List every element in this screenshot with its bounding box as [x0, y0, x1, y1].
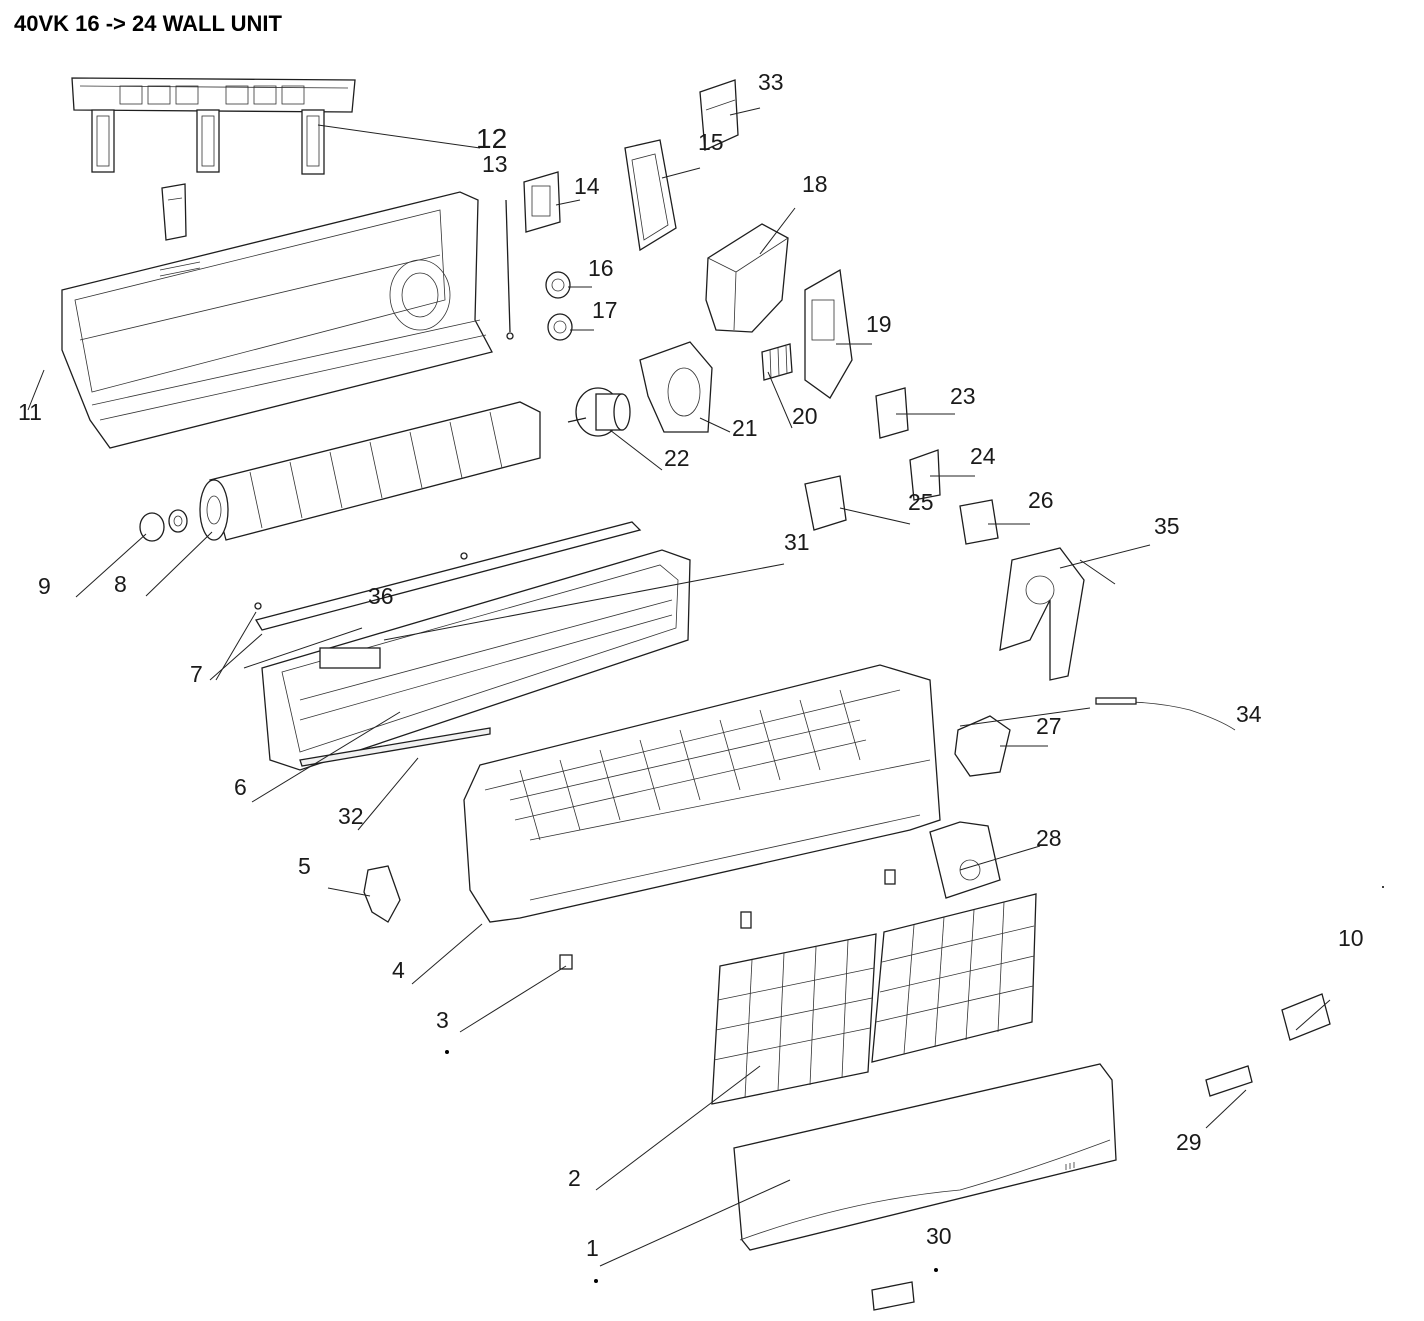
- callout-30: 30: [926, 1223, 952, 1249]
- callout-20: 20: [792, 403, 818, 429]
- part-27-cover: [954, 715, 1011, 777]
- callout-labels: 1 2 3 4 5 6 7 8 9 10 11 12 13 14 15 16 1…: [18, 69, 1364, 1261]
- callout-4: 4: [392, 957, 405, 983]
- part-24-bracket: [909, 449, 941, 501]
- callout-24: 24: [970, 443, 996, 469]
- callout-25: 25: [908, 489, 934, 515]
- part-13-screw: [505, 199, 511, 333]
- part-18-electric-box: [705, 223, 789, 333]
- callout-26: 26: [1028, 487, 1054, 513]
- part-15-board: [624, 139, 677, 252]
- part-5-drain-cap: [363, 865, 401, 923]
- callout-2: 2: [568, 1165, 581, 1191]
- part-26-bracket: [959, 499, 999, 545]
- part-3-clip: [559, 954, 573, 970]
- part-2-filters: [711, 893, 1037, 1105]
- callout-14: 14: [574, 173, 600, 199]
- callout-9: 9: [38, 573, 51, 599]
- callout-28: 28: [1036, 825, 1062, 851]
- part-23-bracket: [875, 387, 909, 439]
- part-29-cover: [1205, 1065, 1253, 1097]
- part-36-rod: [254, 521, 642, 631]
- part-17-cap: [547, 313, 573, 341]
- callout-7: 7: [190, 661, 203, 687]
- callout-12: 12: [476, 123, 507, 154]
- part-21-motor-support: [639, 341, 713, 433]
- callout-33: 33: [758, 69, 784, 95]
- callout-6: 6: [234, 774, 247, 800]
- callout-15: 15: [698, 129, 724, 155]
- part-20-terminal: [761, 343, 793, 381]
- callout-31: 31: [784, 529, 810, 555]
- callout-36: 36: [368, 583, 394, 609]
- callout-19: 19: [866, 311, 892, 337]
- part-14-bracket: [523, 171, 561, 233]
- part-16-cap: [545, 271, 571, 299]
- callout-18: 18: [802, 171, 828, 197]
- callout-10: 10: [1338, 925, 1364, 951]
- part-32-pipe: [299, 727, 491, 767]
- callout-32: 32: [338, 803, 364, 829]
- part-30-label: [871, 1281, 915, 1311]
- callout-29: 29: [1176, 1129, 1202, 1155]
- part-6-evaporator: [261, 549, 691, 771]
- callout-34: 34: [1236, 701, 1262, 727]
- blower-wheel: [199, 401, 541, 541]
- callout-3: 3: [436, 1007, 449, 1033]
- callout-17: 17: [592, 297, 618, 323]
- bracket: [161, 183, 187, 241]
- callout-22: 22: [664, 445, 690, 471]
- part-28-plate: [929, 821, 1001, 899]
- callout-5: 5: [298, 853, 311, 879]
- callout-16: 16: [588, 255, 614, 281]
- callout-23: 23: [950, 383, 976, 409]
- part-7-screw: [254, 602, 262, 610]
- part-35-side-plate: [999, 547, 1085, 681]
- diagram-title: 40VK 16 -> 24 WALL UNIT: [14, 11, 283, 36]
- part-12-mounting-plate: [71, 77, 356, 175]
- part-34-sensor: [1099, 701, 1236, 731]
- part-33-cover: [699, 79, 739, 151]
- callout-27: 27: [1036, 713, 1062, 739]
- part-1-front-panel: [733, 1063, 1117, 1251]
- part-4-front-frame: [463, 664, 941, 923]
- callout-35: 35: [1154, 513, 1180, 539]
- part-19-control-board: [804, 268, 853, 399]
- callout-21: 21: [732, 415, 758, 441]
- callout-13: 13: [482, 151, 508, 177]
- part-10-remote-holder: [1281, 993, 1331, 1041]
- callout-11: 11: [18, 399, 42, 425]
- leader-lines: [27, 107, 1331, 1267]
- callout-1: 1: [586, 1235, 599, 1261]
- callout-8: 8: [114, 571, 127, 597]
- part-8-bearing: [168, 509, 188, 533]
- part-25-bracket: [804, 475, 847, 531]
- part-11-chassis: [61, 191, 493, 449]
